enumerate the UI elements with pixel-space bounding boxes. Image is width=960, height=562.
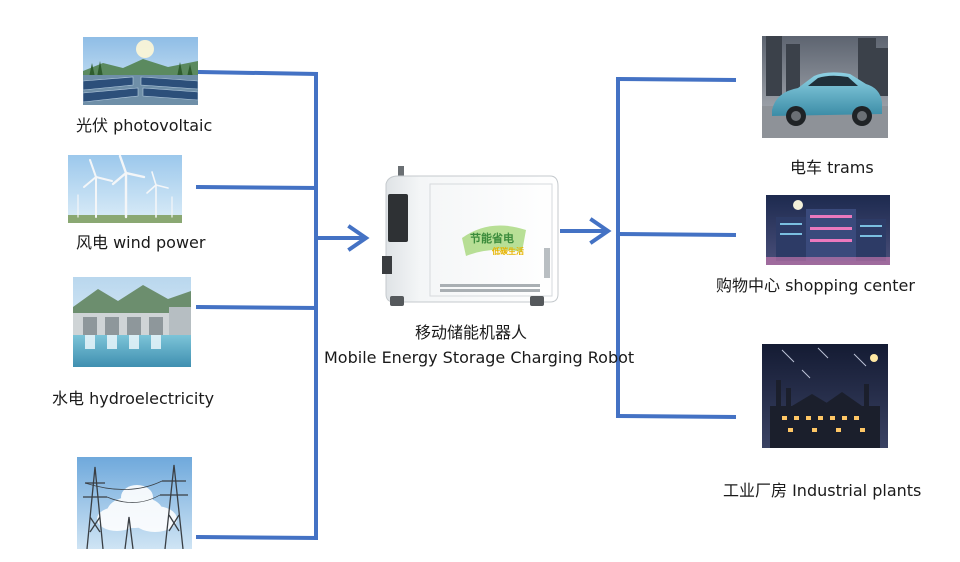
electric-car-icon [762, 36, 888, 138]
power-pylons-icon [77, 457, 192, 549]
wind-turbines-icon [68, 155, 182, 223]
consumer-label-shopping-center: 购物中心 shopping center [716, 276, 915, 295]
consumer-label-industrial-plants: 工业厂房 Industrial plants [723, 481, 922, 500]
consumer-branch-trams [615, 76, 737, 83]
source-label-wind-power: 风电 wind power [76, 233, 206, 252]
consumer-branch-shopping [615, 231, 737, 238]
source-label-hydroelectricity: 水电 hydroelectricity [52, 389, 215, 408]
source-branch-photovoltaic [197, 69, 319, 77]
hydro-dam-icon [73, 277, 191, 367]
energy-storage-robot-icon: 节能省电 低碳生活 [380, 160, 560, 310]
consumer-label-trams: 电车 trams [790, 158, 874, 177]
consumer-branch-industrial [615, 413, 737, 420]
robot-name-cn: 移动储能机器人 [415, 323, 528, 342]
source-branch-wind [195, 184, 319, 191]
svg-text:低碳生活: 低碳生活 [491, 246, 524, 256]
source-branch-hydro [195, 304, 319, 311]
svg-text:节能省电: 节能省电 [470, 231, 514, 245]
source-label-photovoltaic: 光伏 photovoltaic [76, 116, 213, 135]
robot-name-en: Mobile Energy Storage Charging Robot [324, 348, 635, 367]
output-arrow-head [589, 217, 612, 245]
input-arrow-head [347, 224, 370, 252]
source-branch-grid [195, 534, 319, 541]
shopping-mall-icon [766, 195, 890, 265]
factory-icon [762, 344, 888, 448]
solar-panels-icon [83, 37, 198, 105]
